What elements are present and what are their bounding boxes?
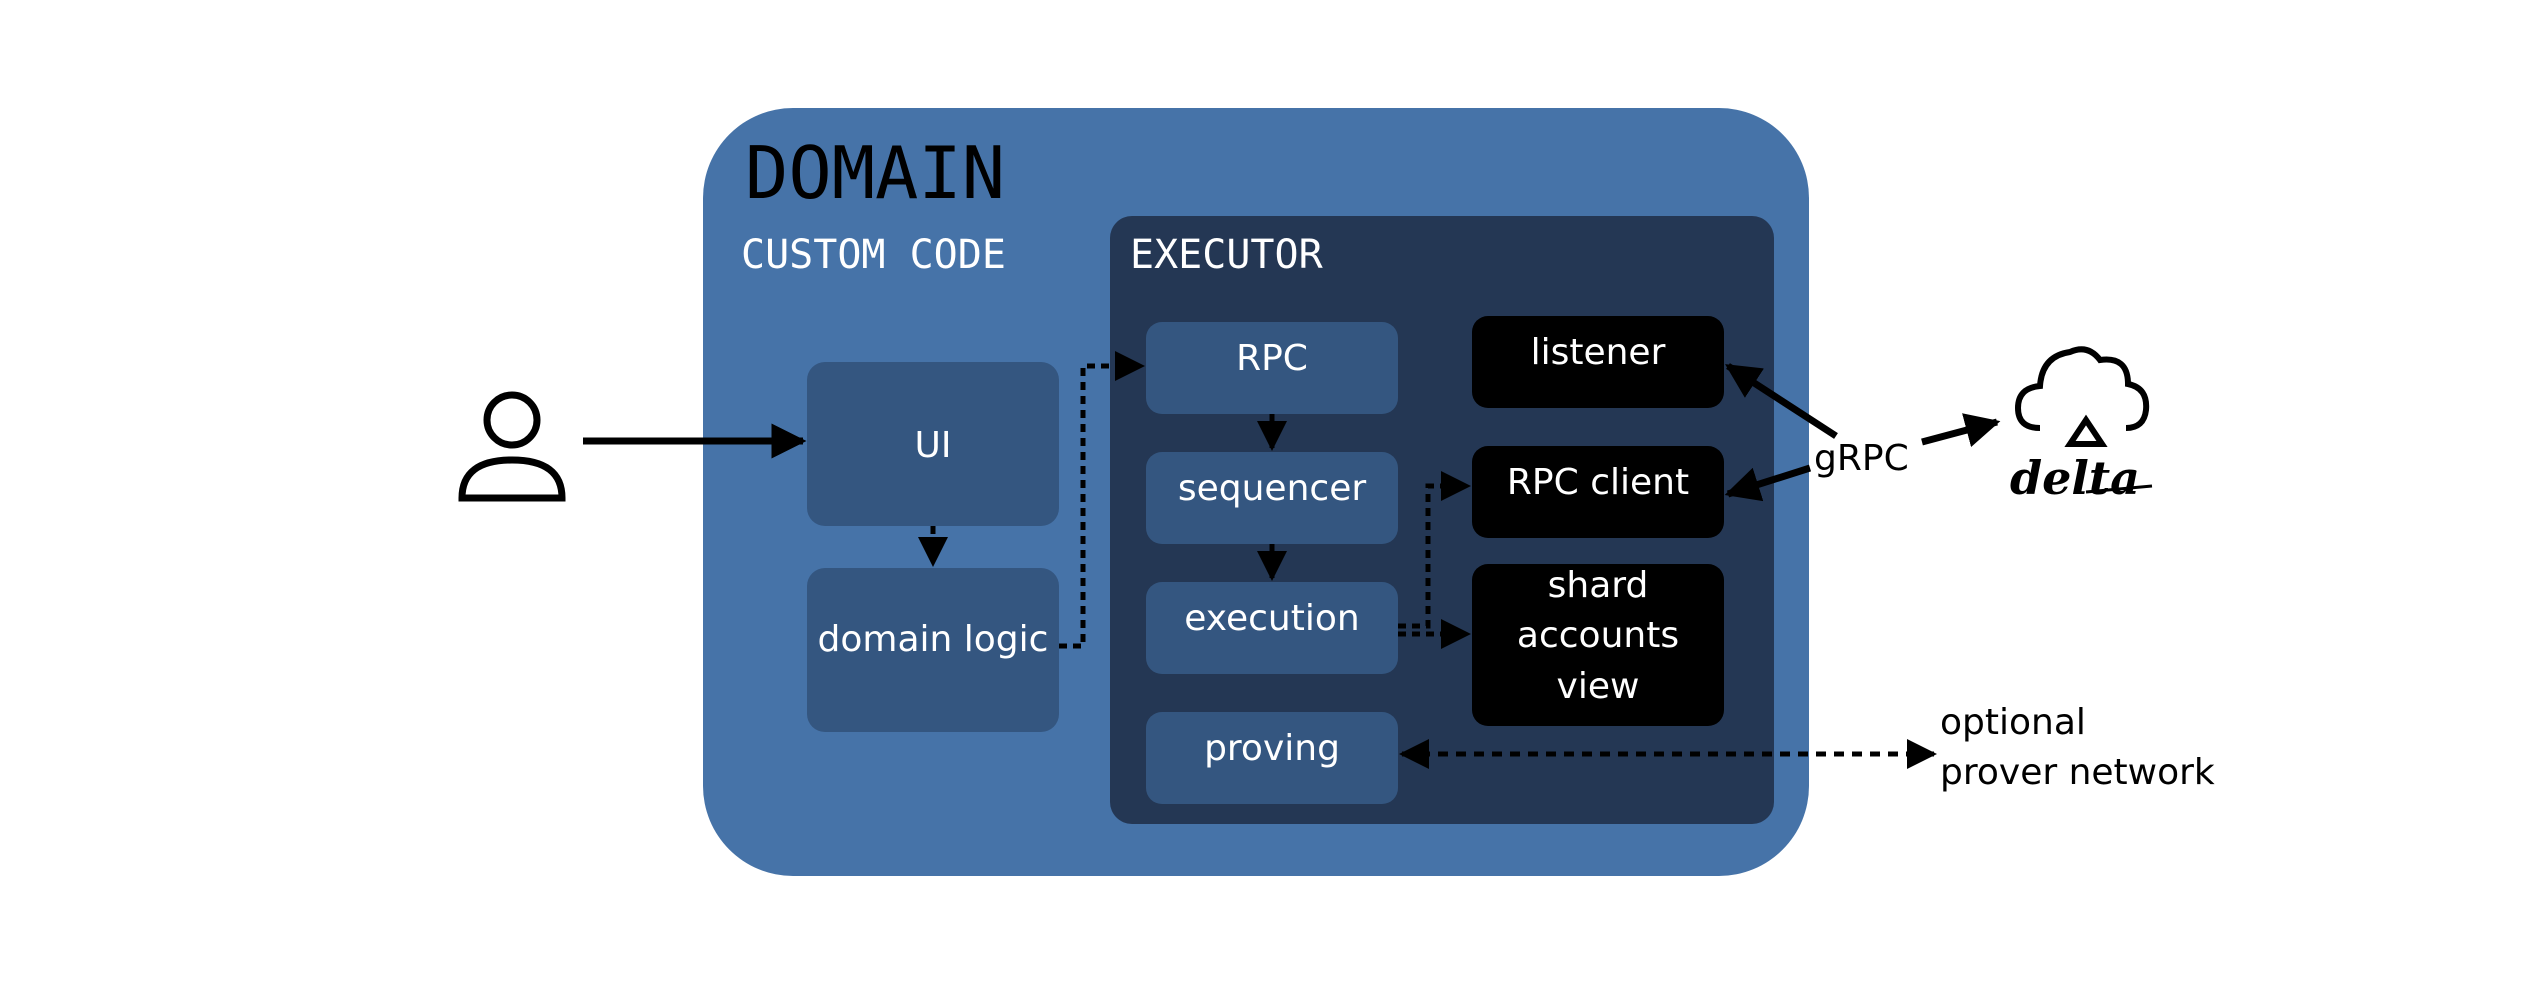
executor-label: EXECUTOR	[1130, 232, 1324, 278]
shard-accounts-view-box	[1472, 564, 1724, 726]
custom-code-label: CUSTOM CODE	[741, 232, 1006, 278]
shard-label-line3: view	[1557, 666, 1640, 707]
grpc-to-delta-arrow	[1921, 413, 2001, 448]
ui-box	[807, 362, 1059, 526]
shard-label-line2: accounts	[1517, 615, 1679, 656]
proving-box	[1146, 712, 1398, 804]
delta-logo: delta	[2010, 451, 2140, 505]
execution-label: execution	[1184, 598, 1359, 639]
grpc-label: gRPC	[1814, 438, 1909, 479]
listener-box	[1472, 316, 1724, 408]
shard-label-line1: shard	[1548, 565, 1649, 606]
domain-logic-label: domain logic	[818, 619, 1049, 660]
domain-title: DOMAIN	[745, 131, 1005, 215]
cloud-icon	[2014, 346, 2150, 447]
rpc-box	[1146, 322, 1398, 414]
delta-logo-underline	[2085, 484, 2153, 494]
user-icon	[458, 391, 566, 502]
execution-box	[1146, 582, 1398, 674]
rpc-client-box	[1472, 446, 1724, 538]
execution-to-rpc-client-arrow	[1398, 471, 1471, 629]
grpc-to-rpc-client-arrow	[1724, 464, 1812, 502]
prover-network-line2: prover network	[1940, 752, 2215, 793]
rpc-client-label: RPC client	[1507, 462, 1689, 503]
grpc-to-listener-arrow	[1725, 363, 1838, 439]
proving-label: proving	[1204, 728, 1340, 769]
ui-label: UI	[915, 425, 952, 466]
listener-label: listener	[1531, 332, 1666, 373]
sequencer-label: sequencer	[1178, 468, 1366, 509]
sequencer-box	[1146, 452, 1398, 544]
prover-network-line1: optional	[1940, 702, 2086, 743]
rpc-label: RPC	[1236, 338, 1308, 379]
domain-logic-box	[807, 568, 1059, 732]
